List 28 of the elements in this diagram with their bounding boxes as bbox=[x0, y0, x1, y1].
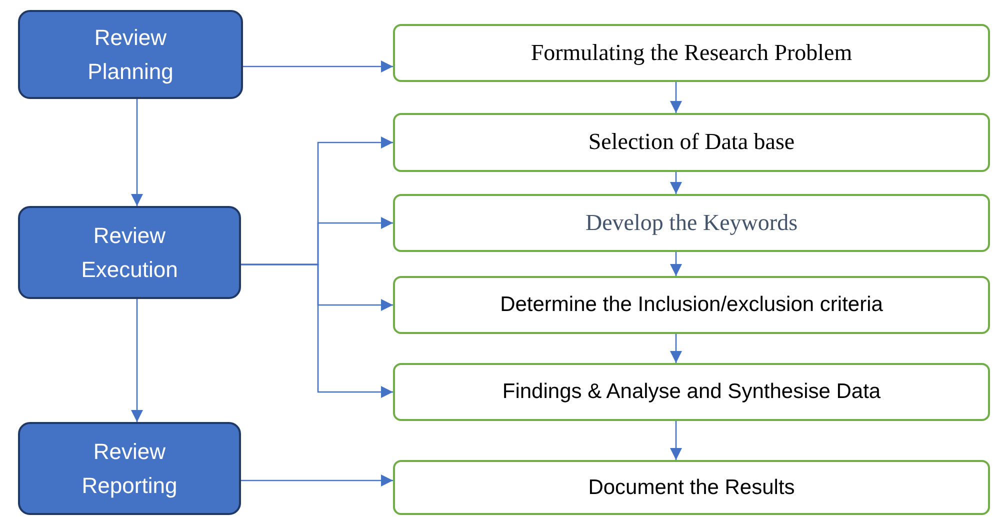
node-label: Review Execution bbox=[80, 222, 179, 284]
connector-arrow bbox=[670, 172, 682, 194]
step-box bbox=[393, 194, 990, 252]
connector-arrow bbox=[131, 99, 143, 206]
connector-arrow bbox=[243, 60, 393, 72]
connector-arrow bbox=[241, 474, 393, 486]
step-box bbox=[393, 113, 990, 172]
phase-box bbox=[18, 206, 241, 299]
step-box bbox=[393, 276, 990, 334]
connector-arrow bbox=[241, 264, 393, 398]
connector-arrow bbox=[131, 299, 143, 422]
step-box bbox=[393, 460, 990, 515]
node-label: Selection of Data base bbox=[588, 128, 795, 156]
node-label: Review Reporting bbox=[80, 438, 178, 500]
step-box bbox=[393, 24, 990, 82]
node-label: Determine the Inclusion/exclusion criteria bbox=[500, 292, 883, 318]
node-label: Findings & Analyse and Synthesise Data bbox=[502, 379, 881, 406]
node-label: Review Planning bbox=[86, 24, 174, 86]
phase-box bbox=[18, 10, 243, 99]
connector-arrow bbox=[670, 252, 682, 276]
node-label: Document the Results bbox=[588, 474, 795, 501]
step-box bbox=[393, 363, 990, 421]
connector-arrow bbox=[670, 82, 682, 113]
connector-arrow bbox=[670, 334, 682, 363]
node-label: Develop the Keywords bbox=[585, 208, 798, 237]
node-label: Formulating the Research Problem bbox=[530, 38, 852, 67]
connector-arrow bbox=[670, 421, 682, 460]
phase-box bbox=[18, 422, 241, 515]
